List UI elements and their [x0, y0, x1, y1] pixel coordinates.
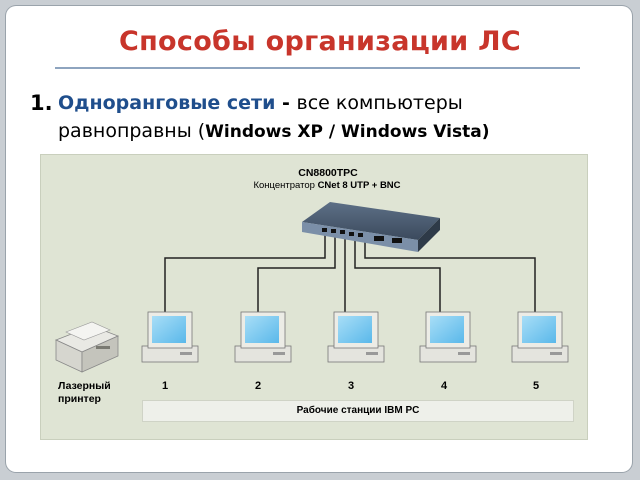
- slide-title: Способы организации ЛС: [118, 26, 521, 57]
- workstation-number: 5: [532, 380, 540, 392]
- workstations-label: Рабочие станции IBM PC: [296, 405, 420, 416]
- hub-model-label: CN8800TPC: [298, 167, 358, 179]
- hub-description-label: Концентратор CNet 8 UTP + BNC: [232, 180, 422, 191]
- cable-2: [257, 235, 336, 318]
- cable-4: [354, 235, 441, 318]
- workstations: [141, 311, 569, 363]
- hub-icon: [302, 202, 440, 252]
- hub-description-model: CNet 8 UTP + BNC: [317, 180, 401, 191]
- item-description: все компьютеры: [296, 92, 463, 114]
- workstation-icon: [141, 311, 199, 363]
- network-cables: [164, 235, 536, 318]
- workstations-strip: Рабочие станции IBM PC: [142, 400, 574, 422]
- item-line2-prefix: равноправны (: [58, 120, 206, 142]
- list-number: 1.: [30, 91, 53, 115]
- laser-printer-icon: [54, 321, 120, 373]
- network-diagram-panel: [40, 154, 588, 440]
- workstation-icon: [327, 311, 385, 363]
- printer-label: Лазерный принтер: [58, 380, 111, 405]
- term-peer-to-peer: Одноранговые сети: [58, 92, 276, 114]
- item-os-list: Windows XP / Windows Vista): [205, 122, 490, 142]
- workstation-icon: [511, 311, 569, 363]
- workstation-number: 4: [440, 380, 448, 392]
- title-divider: [55, 67, 580, 69]
- cable-1: [164, 235, 326, 318]
- workstation-number: 3: [347, 380, 355, 392]
- cable-5: [364, 235, 536, 318]
- workstation-number: 1: [161, 380, 169, 392]
- list-item-line2: равноправны (Windows XP / Windows Vista): [58, 120, 489, 142]
- hub-description-prefix: Концентратор: [253, 180, 318, 191]
- workstation-icon: [419, 311, 477, 363]
- term-dash: -: [275, 92, 297, 114]
- workstation-number: 2: [254, 380, 262, 392]
- workstation-icon: [234, 311, 292, 363]
- list-item-line1: Одноранговые сети - все компьютеры: [58, 92, 463, 114]
